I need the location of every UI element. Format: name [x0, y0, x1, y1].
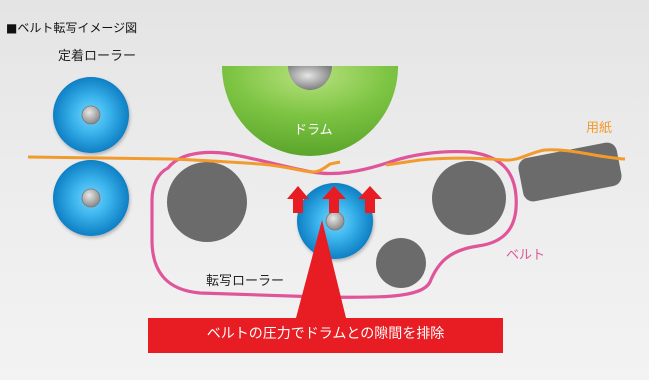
drum: [222, 66, 398, 156]
arrow-up-icon: [358, 186, 382, 213]
pressure-arrows: [287, 186, 382, 213]
arrow-up-icon: [287, 186, 309, 213]
arrow-up-icon: [322, 186, 346, 213]
callout-text: ベルトの圧力でドラムとの隙間を排除: [206, 326, 445, 342]
transfer-roller: [297, 183, 373, 259]
paper-path: [27, 155, 341, 174]
diagram-caption-text: ■ベルト転写イメージ図: [6, 21, 138, 35]
callout-pointer: [296, 220, 346, 318]
fixing-roller-bottom: [53, 160, 129, 236]
belt-roller-right: [432, 161, 506, 235]
diagram-caption: ■ベルト転写イメージ図: [6, 22, 137, 34]
callout-box: [148, 318, 503, 353]
belt-label: ベルト: [506, 248, 546, 263]
paper-guide: [518, 142, 622, 202]
fixing-roller-top: [53, 77, 129, 153]
fixing-roller-label: 定着ローラー: [58, 49, 137, 64]
drum-hub: [288, 66, 332, 90]
paper-label: 用紙: [586, 121, 613, 136]
transfer-roller-label: 転写ローラー: [206, 274, 285, 289]
drum-label: ドラム: [294, 123, 333, 138]
paper-path-exit: [385, 148, 626, 167]
belt-roller-left: [167, 162, 247, 242]
belt-tension-roller: [376, 238, 426, 288]
